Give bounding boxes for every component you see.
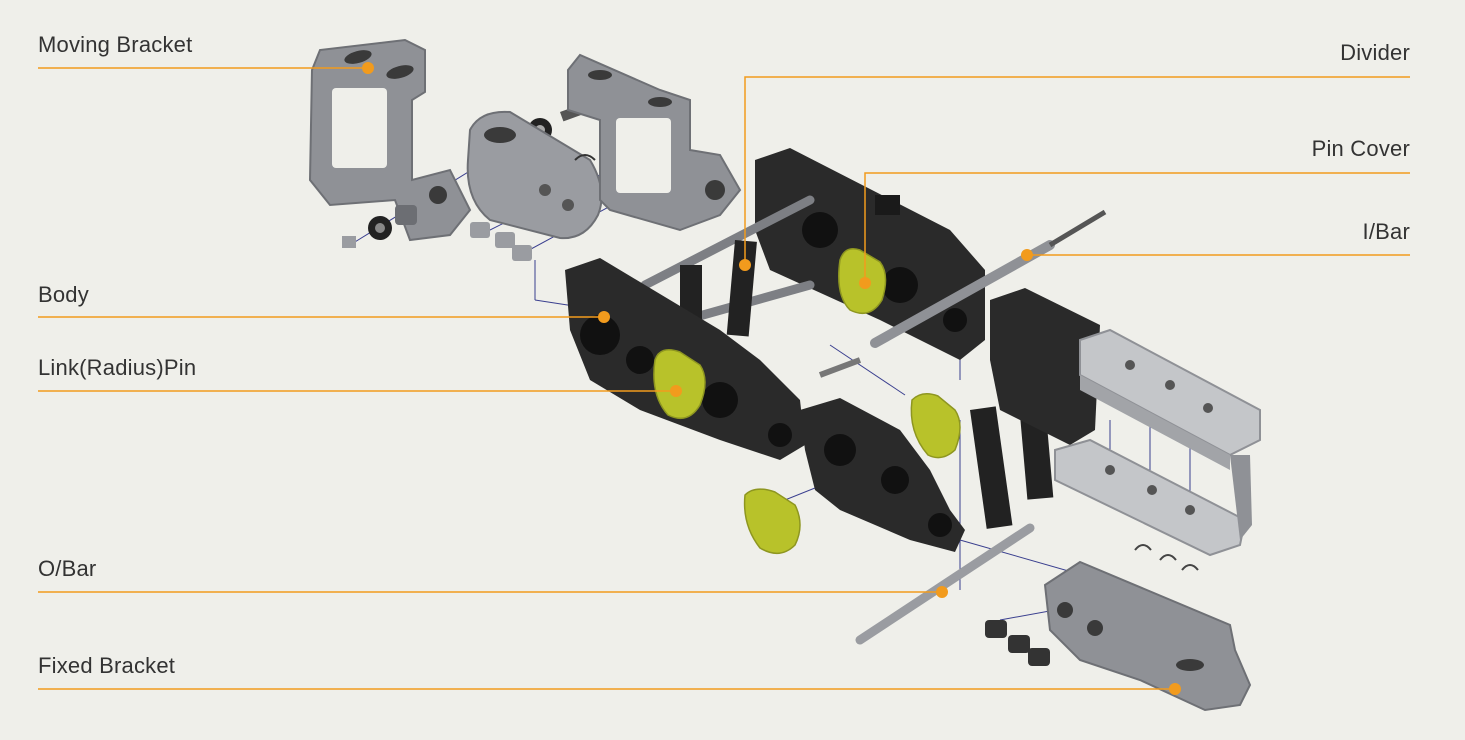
bracket-rear (567, 53, 742, 232)
fixed-bracket-part (1054, 328, 1261, 557)
body-rear (755, 148, 985, 360)
leader-dots (362, 62, 1181, 695)
body-lower (800, 398, 965, 552)
label-link-pin: Link(Radius)Pin (38, 355, 197, 380)
moving-bracket-part (308, 38, 472, 242)
leader-pin-cover (864, 172, 1410, 283)
fixed-bracket-bottom (985, 544, 1252, 712)
link-plate (466, 110, 646, 261)
body-right (990, 288, 1100, 445)
label-o-bar: O/Bar (38, 556, 97, 581)
leader-divider (744, 76, 1410, 265)
label-moving-bracket: Moving Bracket (38, 32, 193, 57)
label-fixed-bracket: Fixed Bracket (38, 653, 176, 678)
label-body: Body (38, 282, 89, 307)
label-pin-cover: Pin Cover (1311, 136, 1410, 161)
label-divider: Divider (1340, 40, 1410, 65)
leader-lines (38, 67, 1410, 690)
label-i-bar: I/Bar (1362, 219, 1410, 244)
